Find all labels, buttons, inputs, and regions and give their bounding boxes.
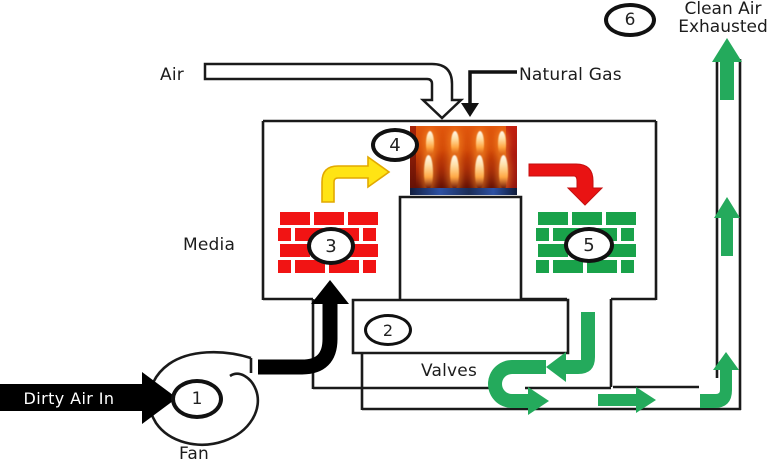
flame-jet xyxy=(498,131,506,156)
marker-2-valve: 2 xyxy=(364,314,412,346)
marker-3-inlet-media: 3 xyxy=(307,227,355,265)
natural-gas-label: Natural Gas xyxy=(519,65,622,85)
manifold-right-arrow xyxy=(598,387,656,413)
stack-corner-up-arrow xyxy=(700,352,739,408)
clean-air-line2: Exhausted xyxy=(678,16,768,37)
marker-5-outlet-media: 5 xyxy=(564,227,614,263)
clean-air-flow xyxy=(488,38,742,415)
flame-jet xyxy=(424,155,433,189)
air-inlet-arrow xyxy=(203,62,465,120)
preheat-flow-arrow xyxy=(321,155,391,203)
chamber-outline xyxy=(261,59,742,411)
valve-uturn-arrow xyxy=(488,360,549,415)
flame-jet xyxy=(450,155,459,189)
valve-box-2 xyxy=(351,298,570,355)
marker-6-exhaust: 6 xyxy=(604,3,656,37)
hot-gas-flow-arrow xyxy=(528,163,604,206)
chamber-center-notch xyxy=(398,195,523,300)
marker-1-fan: 1 xyxy=(171,379,223,419)
natural-gas-arrow-line xyxy=(468,70,517,104)
flame-photo-left-shadow xyxy=(410,126,416,195)
dirty-air-arrow xyxy=(0,372,177,424)
air-label: Air xyxy=(160,65,184,85)
outlet-down-left-arrow xyxy=(546,312,595,382)
flame-jet xyxy=(451,131,459,156)
flame-jet xyxy=(476,131,484,156)
fan-volute xyxy=(148,350,260,446)
fan-label: Fan xyxy=(179,444,210,464)
flame-jet xyxy=(426,131,434,156)
fan-discharge-arrow-shaft xyxy=(258,303,338,375)
media-label: Media xyxy=(183,235,236,255)
flame-photo-right-shadow xyxy=(506,126,517,195)
clean-air-line1: Clean Air xyxy=(684,0,762,19)
valves-label: Valves xyxy=(421,361,478,381)
stack-exit-up-arrow xyxy=(712,38,742,100)
flame-jet xyxy=(499,155,508,189)
marker-4-combustion: 4 xyxy=(371,128,419,162)
burner-flames-image xyxy=(410,126,517,195)
natural-gas-arrowhead xyxy=(461,103,479,117)
flame-jet xyxy=(475,155,484,189)
burner-manifold-strip xyxy=(410,188,517,195)
stack-mid-up-arrow xyxy=(714,197,740,256)
clean-air-exhausted-label: Clean Air Exhausted xyxy=(672,0,774,37)
fan-discharge-arrowhead xyxy=(311,280,349,304)
dirty-air-in-label: Dirty Air In xyxy=(23,388,115,408)
fan-symbol xyxy=(148,350,260,446)
